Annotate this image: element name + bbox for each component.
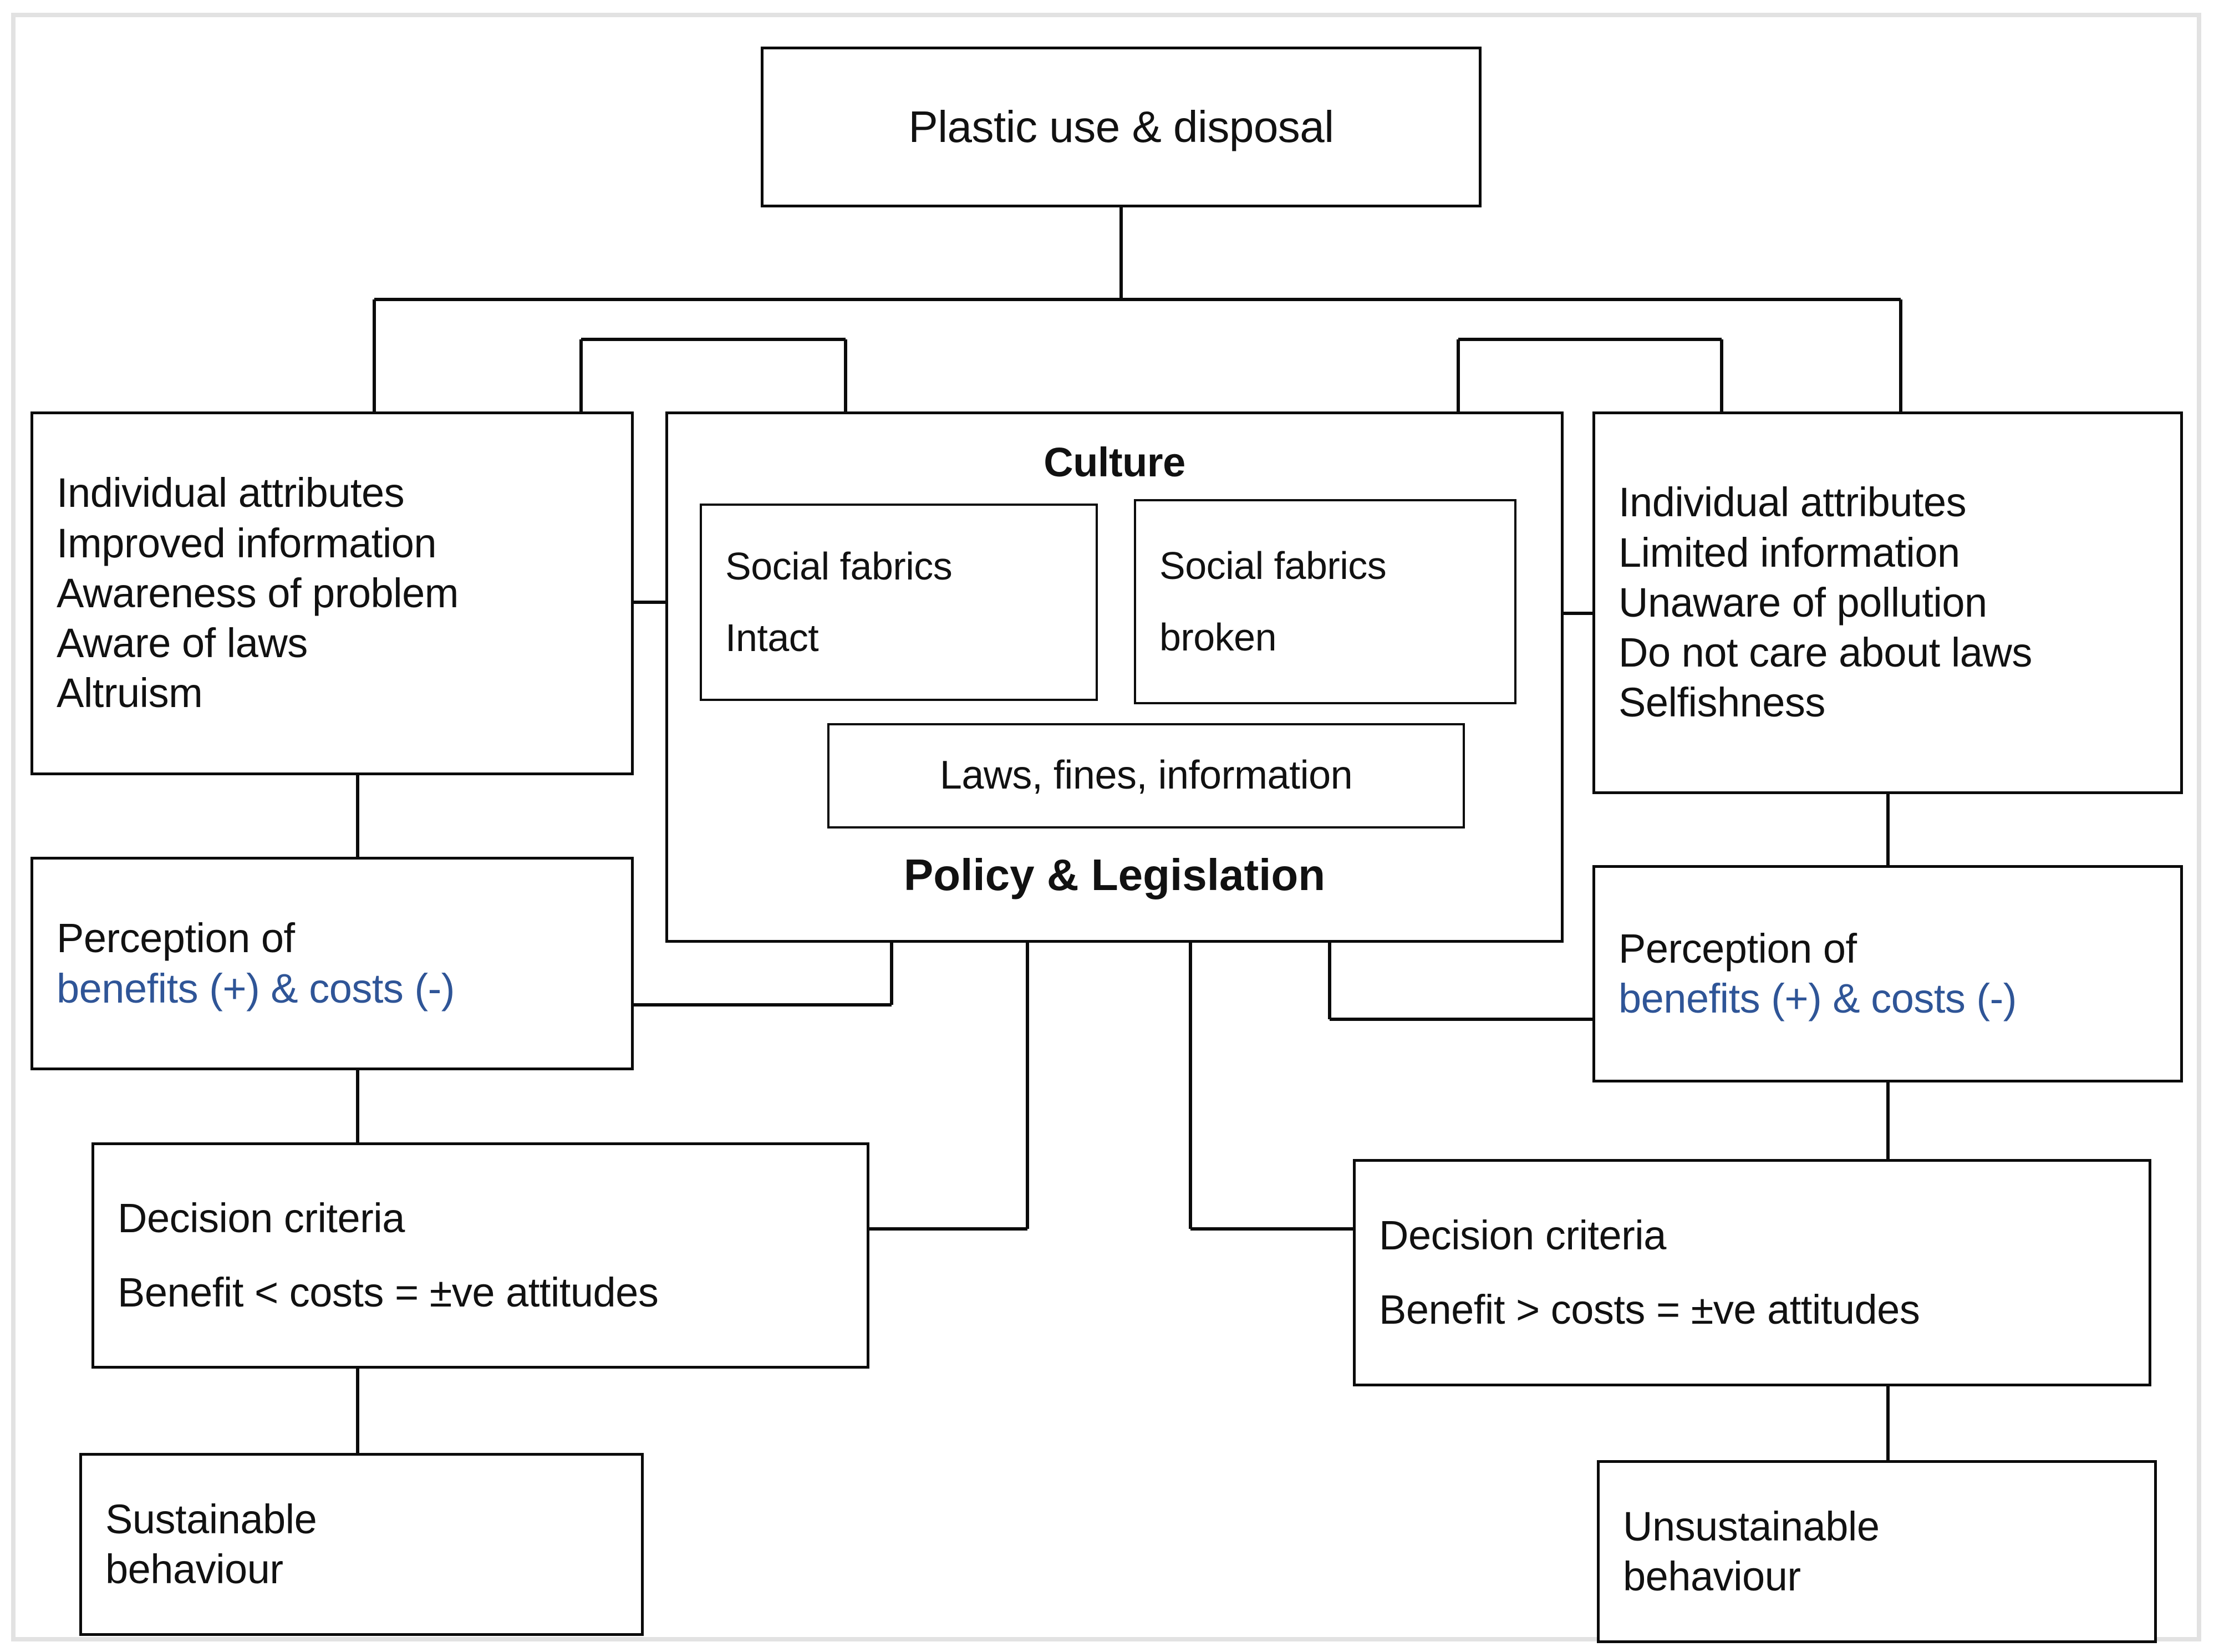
node-left-perception[interactable]: Perception of benefits (+) & costs (-)	[30, 857, 634, 1070]
node-plastic-use-disposal[interactable]: Plastic use & disposal	[761, 47, 1482, 207]
node-right-perception[interactable]: Perception of benefits (+) & costs (-)	[1592, 865, 2183, 1082]
node-right-individual-attributes[interactable]: Individual attributes Limited informatio…	[1592, 411, 2183, 794]
left-attr-line-4: Aware of laws	[57, 620, 308, 667]
node-unsustainable-behaviour[interactable]: Unsustainable behaviour	[1597, 1460, 2157, 1643]
left-decision-line-1: Decision criteria	[118, 1194, 405, 1241]
node-left-decision-criteria[interactable]: Decision criteria Benefit < costs = ±ve …	[91, 1142, 869, 1369]
node-social-fabrics-broken[interactable]: Social fabrics broken	[1134, 499, 1516, 704]
left-attr-line-2: Improved information	[57, 520, 437, 566]
spacer	[1136, 589, 1514, 614]
node-title-label: Plastic use & disposal	[908, 102, 1334, 152]
right-perception-line-2: benefits (+) & costs (-)	[1618, 975, 2017, 1021]
node-social-fabrics-intact[interactable]: Social fabrics Intact	[700, 504, 1098, 701]
left-decision-line-2: Benefit < costs = ±ve attitudes	[118, 1269, 659, 1315]
policy-legislation-label: Policy & Legislation	[903, 850, 1326, 899]
left-perception-line-2: benefits (+) & costs (-)	[57, 965, 455, 1011]
right-decision-line-1: Decision criteria	[1379, 1212, 1666, 1258]
left-attr-line-3: Awareness of problem	[57, 570, 459, 616]
laws-box-label: Laws, fines, information	[939, 753, 1353, 798]
left-attr-line-1: Individual attributes	[57, 470, 405, 516]
node-sustainable-behaviour[interactable]: Sustainable behaviour	[79, 1453, 644, 1636]
right-attr-line-2: Limited information	[1618, 529, 1960, 576]
right-perception-line-1: Perception of	[1618, 925, 1857, 972]
right-attr-line-3: Unaware of pollution	[1618, 579, 1987, 626]
social-intact-line-2: Intact	[725, 616, 819, 659]
node-left-individual-attributes[interactable]: Individual attributes Improved informati…	[30, 411, 634, 775]
right-attr-line-1: Individual attributes	[1618, 479, 1967, 526]
social-broken-line-1: Social fabrics	[1159, 543, 1387, 587]
right-outcome-line-2: behaviour	[1623, 1553, 1801, 1599]
left-perception-line-1: Perception of	[57, 915, 295, 962]
right-outcome-line-1: Unsustainable	[1623, 1503, 1880, 1549]
left-attr-line-5: Altruism	[57, 670, 203, 716]
node-right-decision-criteria[interactable]: Decision criteria Benefit > costs = ±ve …	[1353, 1159, 2151, 1386]
spacer	[1356, 1260, 2149, 1285]
spacer	[702, 590, 1096, 614]
right-decision-line-2: Benefit > costs = ±ve attitudes	[1379, 1287, 1920, 1333]
social-broken-line-2: broken	[1159, 616, 1277, 659]
social-intact-line-1: Social fabrics	[725, 544, 953, 588]
right-attr-line-5: Selfishness	[1618, 679, 1825, 726]
node-laws-fines-information[interactable]: Laws, fines, information	[827, 723, 1465, 828]
left-outcome-line-2: behaviour	[105, 1546, 283, 1592]
culture-label: Culture	[1044, 439, 1185, 485]
right-attr-line-4: Do not care about laws	[1618, 629, 2032, 676]
left-outcome-line-1: Sustainable	[105, 1496, 317, 1542]
spacer	[94, 1243, 867, 1268]
